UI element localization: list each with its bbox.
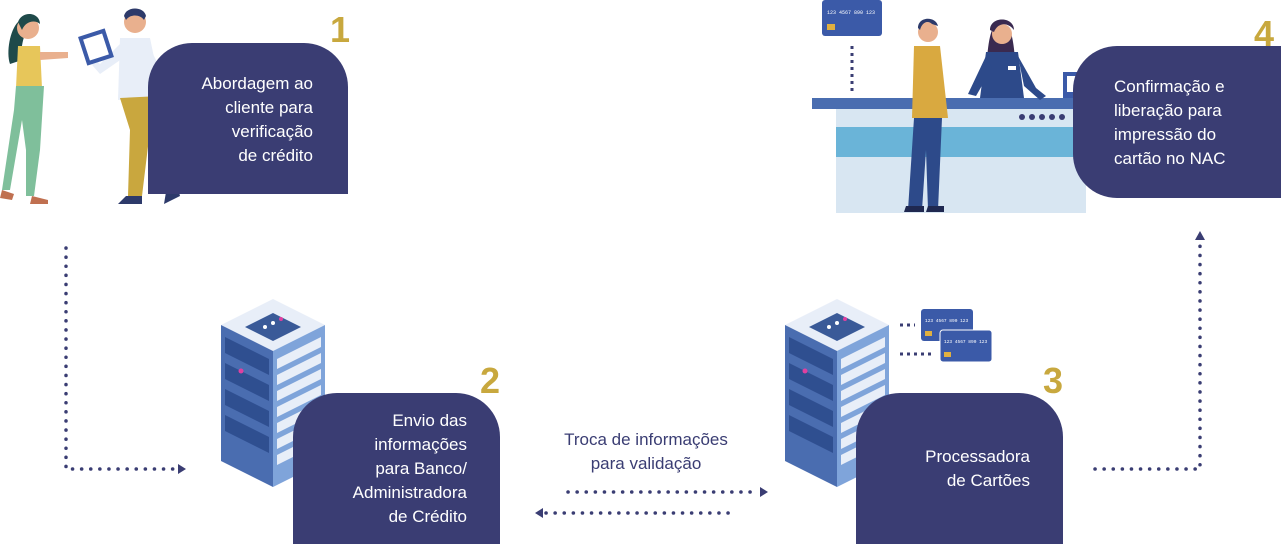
card-number-text: 123 4567 890 123 xyxy=(827,10,875,16)
step-4-line-2: liberação para xyxy=(1114,101,1222,120)
exchange-arrows xyxy=(535,487,768,518)
step-4-line-4: cartão no NAC xyxy=(1114,149,1226,168)
card-number-text: 123 4567 890 123 xyxy=(944,339,988,345)
step-3-line-1: Processadora xyxy=(925,447,1030,466)
step-3-box: Processadora de Cartões xyxy=(856,393,1063,544)
step-3-line-2: de Cartões xyxy=(946,471,1030,490)
connector-1-to-2 xyxy=(64,246,186,474)
step-1-box: Abordagem ao cliente para verificação de… xyxy=(148,43,348,194)
step-4-box: Confirmação e liberação para impressão d… xyxy=(1073,46,1281,198)
step-1-number: 1 xyxy=(330,9,351,50)
credit-card-icon: 123 4567 890 123 xyxy=(822,0,882,36)
step-4-line-1: Confirmação e xyxy=(1114,77,1225,96)
step-2-line-2: informações xyxy=(374,435,467,454)
step-2-number: 2 xyxy=(480,360,501,401)
step-1-line-2: cliente para xyxy=(225,98,313,117)
connector-3-to-4 xyxy=(1093,231,1205,471)
exchange-label: Troca de informações para validação xyxy=(536,428,756,476)
counter-illustration: 123 4567 890 123 xyxy=(812,0,1100,213)
exchange-line-2: para validação xyxy=(590,454,702,473)
card-number-text: 123 4567 890 123 xyxy=(925,318,969,324)
step-3-number: 3 xyxy=(1043,360,1064,401)
step-4-number: 4 xyxy=(1254,13,1275,54)
woman-figure xyxy=(0,13,68,204)
step-1-line-3: verificação xyxy=(231,122,313,141)
step-2-line-1: Envio das xyxy=(392,411,467,430)
step-1-line-4: de crédito xyxy=(238,146,313,165)
step-2-box: Envio das informações para Banco/ Admini… xyxy=(293,393,500,544)
step-2-line-4: Administradora xyxy=(352,483,467,502)
credit-card-icon: 123 4567 890 123 xyxy=(939,329,993,363)
step-1-line-1: Abordagem ao xyxy=(201,74,313,93)
step-2-line-5: de Crédito xyxy=(388,507,467,526)
step-2-line-3: para Banco/ xyxy=(375,459,467,478)
step-4-line-3: impressão do xyxy=(1114,125,1217,144)
exchange-line-1: Troca de informações xyxy=(564,430,728,449)
